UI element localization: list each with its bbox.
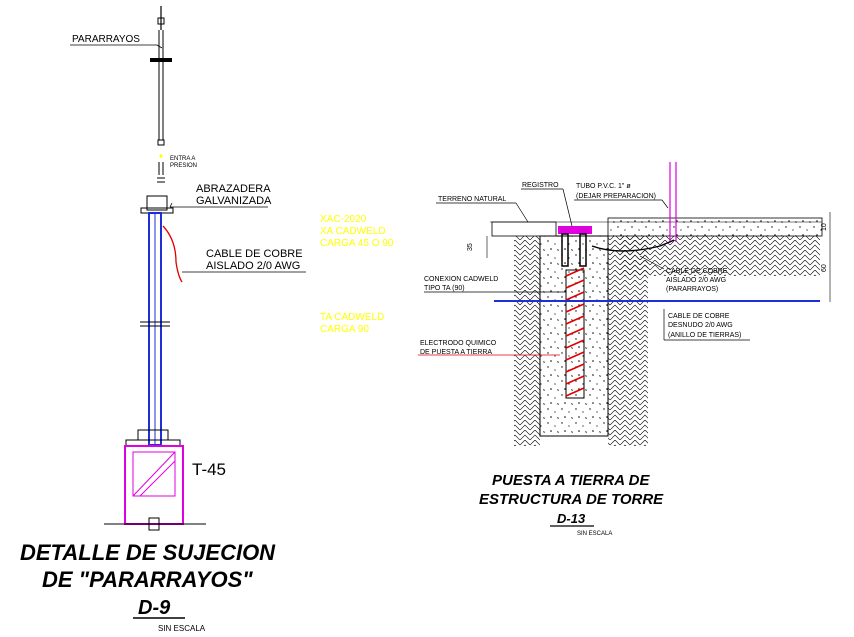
label-anillo-tierras: (ANILLO DE TIERRAS) <box>668 332 741 339</box>
label-cable-cobre: CABLE DE COBRE <box>206 248 303 260</box>
dim-35: 35 <box>467 243 474 251</box>
label-terreno-natural: TERRENO NATURAL <box>438 196 506 203</box>
left-title-line2: DE "PARARRAYOS" <box>42 567 253 592</box>
right-code: D-13 <box>557 511 586 526</box>
label-dejar-preparacion: (DEJAR PREPARACION) <box>576 193 656 200</box>
t45-foundation <box>124 445 184 525</box>
label-galvanizada: GALVANIZADA <box>196 195 272 207</box>
label-registro: REGISTRO <box>522 182 559 189</box>
note-carga-90: CARGA 90 <box>320 324 369 335</box>
note-ta-cadweld: TA CADWELD <box>320 312 384 323</box>
rod-clamp-bar <box>150 58 172 62</box>
left-title-line1: DETALLE DE SUJECION <box>20 540 276 565</box>
label-aislado-awg: AISLADO 2/0 AWG <box>666 277 726 284</box>
yellow-marker-icon <box>159 154 163 158</box>
label-cable-cobre-desnudo: CABLE DE COBRE <box>668 313 730 320</box>
label-pararrayos: PARARRAYOS <box>72 34 140 45</box>
label-pararrayos-paren: (PARARRAYOS) <box>666 286 718 293</box>
right-title-line2: ESTRUCTURA DE TORRE <box>479 491 664 508</box>
cadweld-notes: XAC-2020 XA CADWELD CARGA 45 O 90 TA CAD… <box>320 214 394 335</box>
label-puesta-a-tierra: DE PUESTA A TIERRA <box>420 349 492 356</box>
note-carga-45: CARGA 45 O 90 <box>320 238 394 249</box>
label-aislado: AISLADO 2/0 AWG <box>206 260 300 272</box>
label-electrodo-quimico: ELECTRODO QUIMICO <box>420 340 497 347</box>
label-desnudo-awg: DESNUDO 2/0 AWG <box>668 322 733 329</box>
label-presion: PRESION <box>170 163 197 169</box>
label-tubo-pvc: TUBO P.V.C. 1" ø <box>576 183 631 190</box>
dim-10: 10 <box>821 223 828 231</box>
grounding-detail: REGISTRO TUBO P.V.C. 1" ø (DEJAR PREPARA… <box>418 162 831 537</box>
right-scale: SIN ESCALA <box>577 531 612 537</box>
label-abrazadera: ABRAZADERA <box>196 183 271 195</box>
note-xa-cadweld: XA CADWELD <box>320 226 386 237</box>
label-entra-a: ENTRA A <box>170 156 195 162</box>
label-t45: T-45 <box>192 460 226 479</box>
red-cable <box>162 225 183 283</box>
dim-60: 60 <box>821 264 828 272</box>
note-xac: XAC-2020 <box>320 214 367 225</box>
left-code: D-9 <box>138 597 171 619</box>
label-conexion-cadweld: CONEXION CADWELD <box>424 276 498 283</box>
label-tipo-ta: TIPO TA (90) <box>424 285 465 292</box>
right-title-line1: PUESTA A TIERRA DE <box>492 472 651 489</box>
lightning-rod-detail: PARARRAYOS ENTRA A PRESION ABRAZADERA GA… <box>20 6 306 633</box>
label-cable-cobre-aislado: CABLE DE COBRE <box>666 268 728 275</box>
left-scale: SIN ESCALA <box>158 624 206 633</box>
